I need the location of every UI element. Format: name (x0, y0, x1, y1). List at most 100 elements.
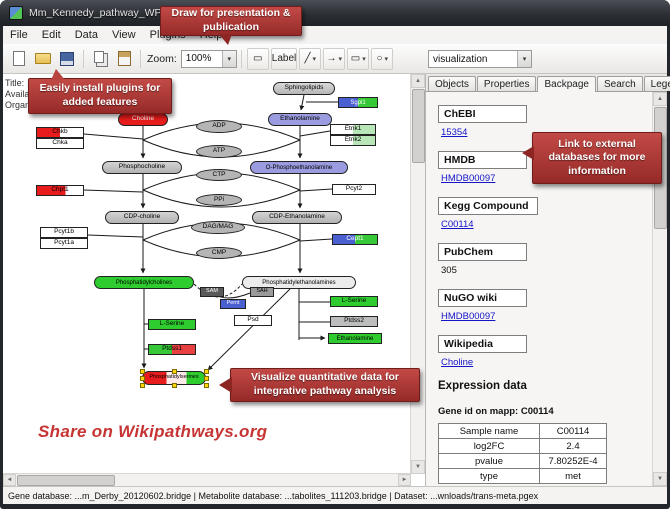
selection-handle[interactable] (172, 383, 177, 388)
datanode-tool[interactable]: ▭ (246, 47, 269, 70)
node-etnk1[interactable]: Etnk1 (330, 124, 376, 135)
visualization-value: visualization (433, 53, 488, 65)
menu-file[interactable]: File (10, 29, 28, 41)
node-phosphocholine[interactable]: Phosphocholine (102, 161, 182, 174)
scroll-left-button[interactable]: ◄ (3, 474, 16, 486)
node-l-serine[interactable]: L-Serine (330, 296, 378, 307)
backpage-header: Kegg Compound (438, 197, 538, 215)
scroll-up-button[interactable]: ▲ (653, 92, 667, 106)
tab-backpage[interactable]: Backpage (537, 76, 596, 92)
arrow-tool[interactable]: →▾ (323, 47, 346, 70)
menu-data[interactable]: Data (74, 29, 98, 41)
node-o-phosphoethanolamine[interactable]: O-Phosphoethanolamine (250, 161, 348, 174)
selection-handle[interactable] (204, 369, 209, 374)
menu-view[interactable]: View (111, 29, 136, 41)
scroll-up-icon: ▲ (415, 78, 421, 84)
selection-handle[interactable] (172, 369, 177, 374)
backpage-link[interactable]: HMDB00097 (441, 173, 496, 184)
node-pcyt1b[interactable]: Pcyt1b (40, 227, 88, 238)
node-phosphatidylcholines[interactable]: Phosphatidylcholines (94, 276, 194, 289)
node-cdp-choline[interactable]: CDP-choline (105, 211, 179, 224)
node-sphingolipids[interactable]: Sphingolipids (273, 82, 335, 95)
canvas-horizontal-scrollbar[interactable]: ◄ ► (3, 473, 411, 486)
tab-objects[interactable]: Objects (428, 76, 476, 91)
oval-tool[interactable]: ○▾ (371, 47, 394, 70)
paste-button[interactable] (113, 48, 135, 70)
zoom-label: Zoom: (147, 52, 177, 65)
node-choline[interactable]: Choline (118, 113, 168, 126)
node-sgpl1[interactable]: Sgpl1 (338, 97, 378, 108)
selection-handle[interactable] (140, 376, 145, 381)
node-psd[interactable]: Psd (234, 315, 272, 326)
zoom-select[interactable]: 100% ▾ (180, 49, 237, 68)
scrollbar-thumb[interactable] (17, 475, 115, 486)
node-ptdss1[interactable]: Ptdss1 (148, 344, 196, 355)
node-pcyt2[interactable]: Pcyt2 (332, 184, 376, 195)
node-ctp[interactable]: CTP (196, 169, 242, 181)
line-tool[interactable]: ╱▾ (299, 47, 322, 70)
node-ethanolamine[interactable]: Ethanolamine (328, 333, 382, 344)
node-sah[interactable]: SAH (250, 287, 274, 297)
tab-properties[interactable]: Properties (476, 76, 537, 91)
node-dag-mag[interactable]: DAG/MAG (191, 221, 245, 234)
node-chpt1[interactable]: Chpt1 (36, 185, 84, 196)
tab-legend[interactable]: Legend (643, 76, 670, 91)
node-pemt[interactable]: Pemt (220, 299, 246, 309)
chevron-down-icon[interactable]: ▾ (221, 50, 236, 67)
canvas-vertical-scrollbar[interactable]: ▲ ▼ (410, 74, 425, 474)
pathway-canvas[interactable]: Title: Availability: Organism: (3, 74, 426, 486)
backpage-link[interactable]: 15354 (441, 127, 468, 138)
node-phosphatidylethanolamines[interactable]: Phosphatidylethanolamines (242, 276, 356, 289)
node-cdp-ethanolamine[interactable]: CDP-Ethanolamine (252, 211, 342, 224)
chevron-down-icon[interactable]: ▾ (517, 51, 531, 67)
backpage-link[interactable]: HMDB00097 (441, 311, 496, 322)
toolbar-separator (240, 49, 242, 68)
expression-cell: Sample name (438, 423, 540, 439)
callout-visualize: Visualize quantitative data for integrat… (219, 368, 420, 402)
expression-cell: 2.4 (539, 438, 607, 454)
status-bar: Gene database: ...m_Derby_20120602.bridg… (3, 486, 667, 504)
rect-tool[interactable]: ▭▾ (347, 47, 370, 70)
backpage-link[interactable]: C00114 (441, 219, 474, 230)
selection-handle[interactable] (140, 383, 145, 388)
open-file-button[interactable] (32, 48, 54, 70)
copy-button[interactable] (89, 48, 111, 70)
node-cmp[interactable]: CMP (196, 247, 242, 259)
chevron-down-icon[interactable]: ▾ (338, 55, 342, 63)
selection-handle[interactable] (204, 376, 209, 381)
scroll-up-button[interactable]: ▲ (411, 74, 425, 88)
visualization-select[interactable]: visualization ▾ (428, 50, 532, 68)
node-cept1[interactable]: Cept1 (332, 234, 378, 245)
node-ppi[interactable]: PPi (196, 194, 242, 206)
node-l-serine[interactable]: L-Serine (148, 319, 196, 330)
node-sam[interactable]: SAM (200, 287, 224, 297)
expression-cell: 7.80252E-4 (539, 453, 607, 469)
scrollbar-thumb[interactable] (412, 89, 425, 163)
node-atp[interactable]: ATP (196, 145, 242, 158)
callout-pointer (522, 146, 534, 160)
chevron-down-icon[interactable]: ▾ (384, 55, 389, 63)
new-file-button[interactable] (8, 48, 30, 70)
label-tool[interactable]: Label (270, 47, 298, 70)
scroll-down-button[interactable]: ▼ (411, 460, 425, 474)
node-adp[interactable]: ADP (196, 120, 242, 133)
chevron-down-icon[interactable]: ▾ (362, 55, 366, 63)
node-chka[interactable]: Chka (36, 138, 84, 149)
scroll-right-button[interactable]: ► (398, 474, 411, 486)
node-chkb[interactable]: Chkb (36, 127, 84, 138)
title-bar[interactable]: Mm_Kennedy_pathway_WP1771_45176.gpml (0, 0, 670, 26)
selection-handle[interactable] (140, 369, 145, 374)
chevron-down-icon[interactable]: ▾ (312, 55, 316, 63)
node-ptdss2[interactable]: Ptdss2 (330, 316, 378, 327)
menu-edit[interactable]: Edit (41, 29, 61, 41)
backpage-link[interactable]: Choline (441, 357, 474, 368)
node-etnk2[interactable]: Etnk2 (330, 135, 376, 146)
node-ethanolamine[interactable]: Ethanolamine (268, 113, 332, 126)
tab-search[interactable]: Search (596, 76, 643, 91)
node-pcyt1a[interactable]: Pcyt1a (40, 238, 88, 249)
save-button[interactable] (56, 48, 78, 70)
selection-handle[interactable] (204, 383, 209, 388)
scroll-down-button[interactable]: ▼ (653, 472, 667, 486)
expression-cell: C00114 (539, 423, 607, 439)
